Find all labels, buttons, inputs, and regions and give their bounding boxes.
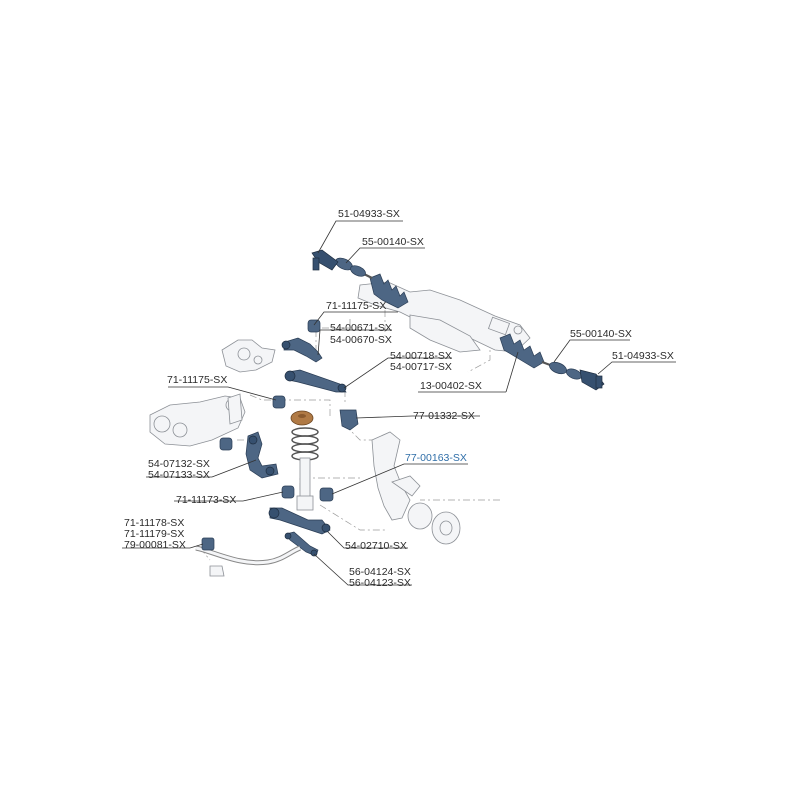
rack-boot-left bbox=[369, 273, 409, 309]
label-bump-stop[interactable]: 77-00163-SX bbox=[405, 452, 467, 464]
label-lower-bushing[interactable]: 71-11175-SX bbox=[167, 374, 227, 386]
label-stab-bushing-a[interactable]: 71-11178-SX bbox=[124, 517, 184, 529]
label-stab-link-kit[interactable]: 79-00081-SX bbox=[124, 539, 186, 551]
label-upper-arm2-a[interactable]: 54-00718-SX bbox=[390, 350, 452, 362]
inner-tie-rod-right-part bbox=[541, 360, 582, 380]
label-inner-tie-rod-right[interactable]: 55-00140-SX bbox=[570, 328, 632, 340]
wheel-hub bbox=[407, 502, 461, 545]
label-stab-bushing-b[interactable]: 71-11179-SX bbox=[124, 528, 184, 540]
label-lower-arm-b[interactable]: 54-07133-SX bbox=[148, 469, 210, 481]
label-control-arm[interactable]: 54-02710-SX bbox=[345, 540, 407, 552]
part-labels: 51-04933-SX 55-00140-SX 71-11175-SX 54-0… bbox=[124, 208, 674, 589]
upper-arm-2-part bbox=[284, 369, 347, 393]
upper-arm-1-part bbox=[281, 337, 323, 363]
strut-mount-part bbox=[290, 410, 314, 426]
bushing-center bbox=[281, 485, 295, 499]
bushing-mid bbox=[219, 437, 233, 451]
label-stab-link-a[interactable]: 56-04124-SX bbox=[349, 566, 411, 578]
upper-bracket bbox=[221, 339, 276, 373]
label-arm-bushing[interactable]: 71-11173-SX bbox=[176, 494, 236, 506]
control-arm-part bbox=[268, 507, 331, 535]
tie-rod-end-right-part bbox=[579, 369, 605, 391]
label-upper-arm2-b[interactable]: 54-00717-SX bbox=[390, 361, 452, 373]
leader-lines bbox=[122, 220, 676, 586]
rack-boot-right bbox=[499, 333, 545, 369]
bushing-lower-left bbox=[272, 395, 286, 409]
label-tie-rod-end-right[interactable]: 51-04933-SX bbox=[612, 350, 674, 362]
label-strut-mount[interactable]: 77-01332-SX bbox=[413, 410, 475, 422]
lower-arm-curved-part bbox=[245, 431, 279, 479]
inner-tie-rod-left-part bbox=[335, 257, 373, 279]
strut-bump-stop bbox=[339, 409, 359, 431]
tie-rod-end-left-part bbox=[311, 249, 339, 271]
label-stab-link-b[interactable]: 56-04123-SX bbox=[349, 577, 411, 589]
steering-knuckle bbox=[371, 431, 421, 521]
label-upper-arm-b[interactable]: 54-00670-SX bbox=[330, 334, 392, 346]
lower-subframe bbox=[149, 393, 246, 447]
label-inner-tie-rod-left[interactable]: 55-00140-SX bbox=[362, 236, 424, 248]
label-tie-rod-end-left[interactable]: 51-04933-SX bbox=[338, 208, 400, 220]
stab-link-part bbox=[284, 531, 319, 557]
label-lower-arm-a[interactable]: 54-07132-SX bbox=[148, 458, 210, 470]
stabilizer-bar bbox=[195, 537, 302, 577]
label-upper-arm-bushing[interactable]: 71-11175-SX bbox=[326, 300, 386, 312]
bushing-upper bbox=[307, 319, 321, 333]
strut-spring bbox=[291, 427, 319, 511]
bump-stop-part bbox=[319, 487, 334, 502]
label-upper-arm-a[interactable]: 54-00671-SX bbox=[330, 322, 392, 334]
label-steering-rack[interactable]: 13-00402-SX bbox=[420, 380, 482, 392]
